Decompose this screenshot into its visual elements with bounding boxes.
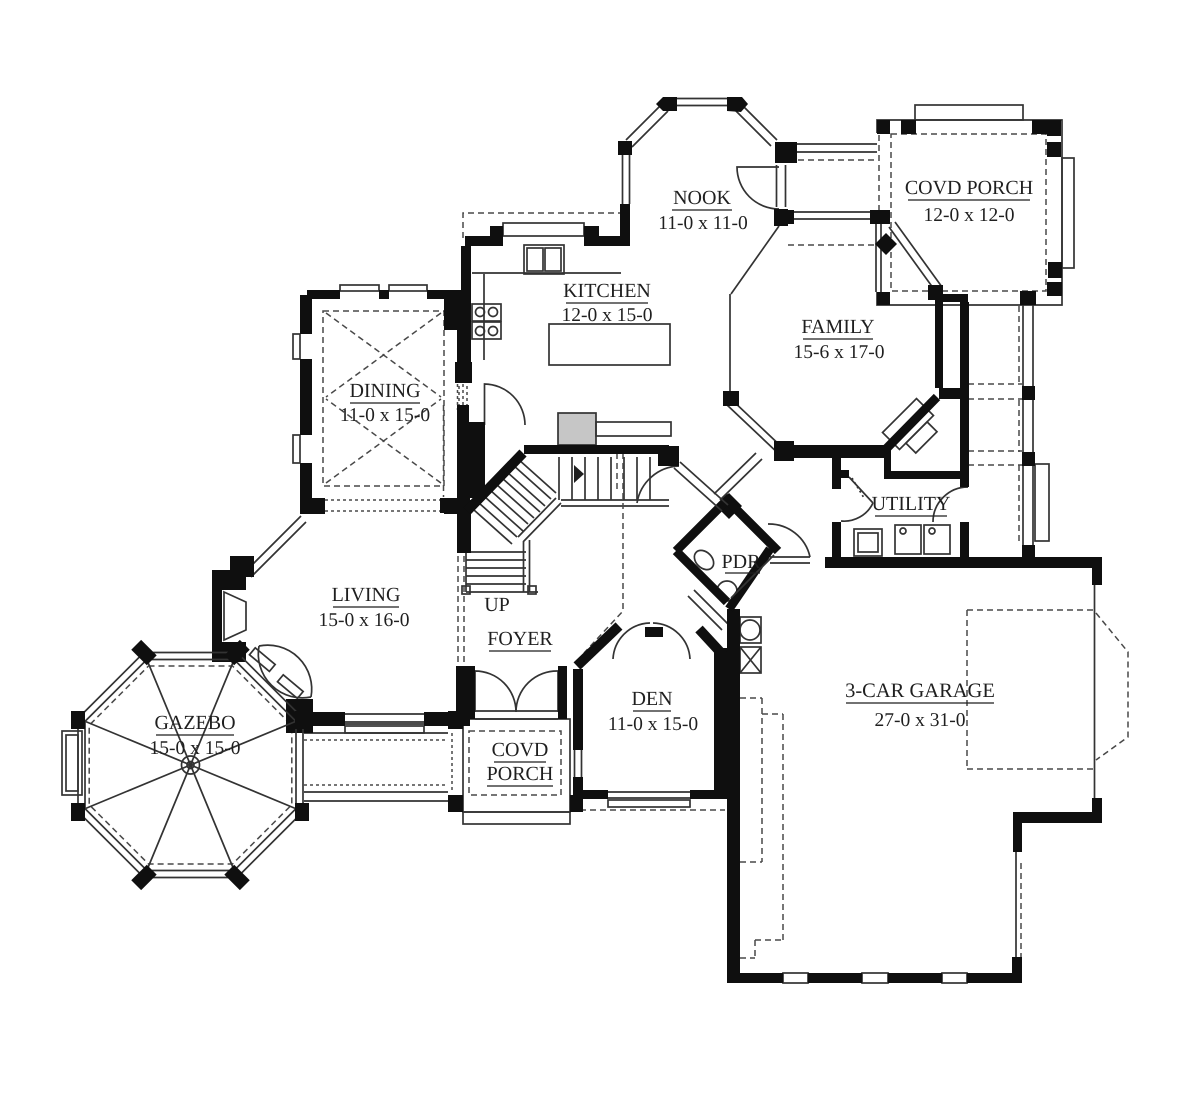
svg-text:11-0 x 11-0: 11-0 x 11-0: [658, 213, 748, 234]
svg-text:DEN: DEN: [631, 688, 672, 710]
svg-text:3-CAR GARAGE: 3-CAR GARAGE: [845, 680, 995, 702]
svg-text:NOOK: NOOK: [673, 187, 731, 209]
svg-text:COVD: COVD: [492, 739, 549, 761]
svg-text:KITCHEN: KITCHEN: [563, 280, 651, 302]
svg-text:FAMILY: FAMILY: [801, 316, 874, 338]
svg-text:12-0 x 15-0: 12-0 x 15-0: [562, 305, 653, 326]
svg-text:PDR: PDR: [722, 551, 762, 573]
svg-text:DINING: DINING: [349, 380, 420, 402]
svg-text:15-0 x 15-0: 15-0 x 15-0: [150, 738, 241, 759]
svg-text:GAZEBO: GAZEBO: [154, 712, 235, 734]
svg-text:12-0 x 12-0: 12-0 x 12-0: [924, 205, 1015, 226]
svg-text:UP: UP: [484, 594, 510, 616]
svg-text:11-0 x 15-0: 11-0 x 15-0: [608, 714, 698, 735]
svg-text:LIVING: LIVING: [332, 584, 401, 606]
svg-text:UTILITY: UTILITY: [872, 493, 951, 515]
svg-text:27-0 x 31-0: 27-0 x 31-0: [875, 710, 966, 731]
svg-text:COVD PORCH: COVD PORCH: [905, 177, 1033, 199]
svg-text:11-0 x 15-0: 11-0 x 15-0: [340, 405, 430, 426]
svg-text:FOYER: FOYER: [487, 628, 553, 650]
svg-text:PORCH: PORCH: [487, 763, 554, 785]
svg-text:15-6 x 17-0: 15-6 x 17-0: [794, 342, 885, 363]
svg-text:15-0 x 16-0: 15-0 x 16-0: [319, 610, 410, 631]
